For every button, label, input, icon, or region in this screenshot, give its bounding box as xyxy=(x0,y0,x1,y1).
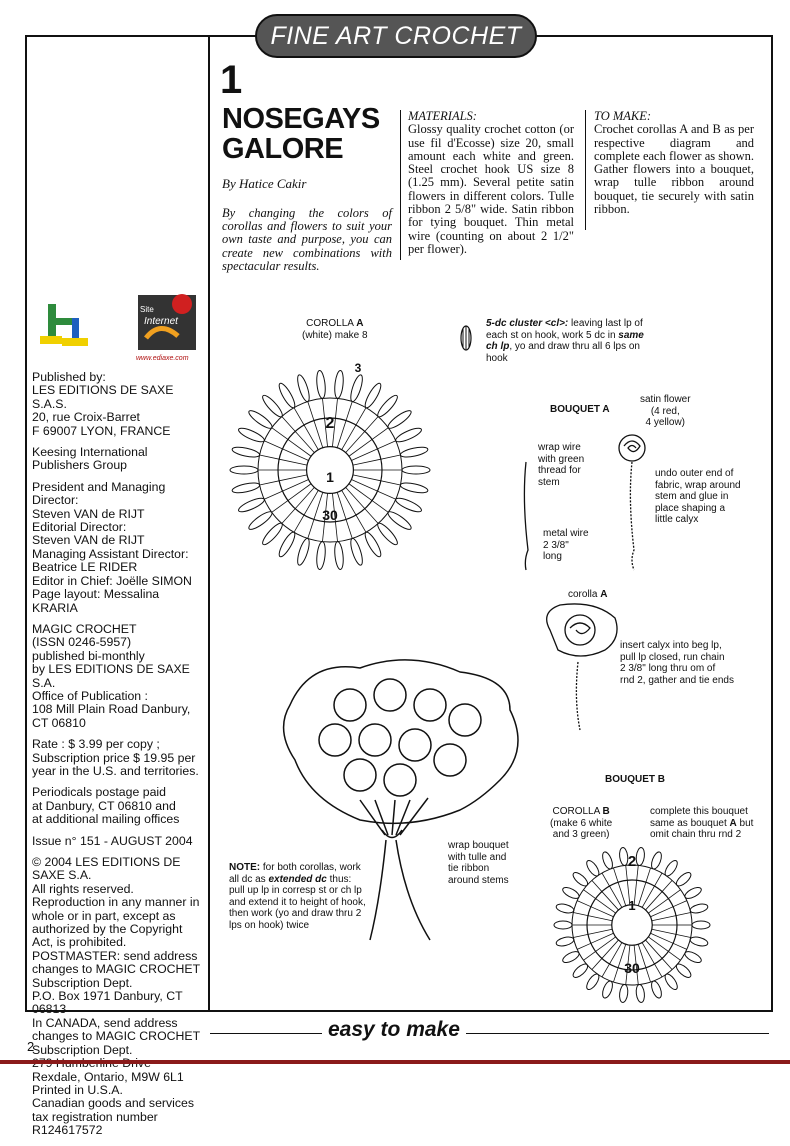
undo-outer-label: undo outer end of fabric, wrap around st… xyxy=(655,468,741,525)
article-title: NOSEGAYS GALORE xyxy=(222,103,380,165)
round-2-label: 2 xyxy=(326,415,335,432)
corolla-b-diagram: 2 1 30 xyxy=(553,847,711,1003)
article-number: 1 xyxy=(220,58,243,102)
site-url: www.ediaxe.com xyxy=(136,355,189,362)
bouquet-b-label: BOUQUET B xyxy=(605,774,665,785)
magazine-info: MAGIC CROCHET (ISSN 0246-5957) published… xyxy=(32,621,191,730)
corolla-a-flower-icon xyxy=(546,603,618,731)
to-make-text: Crochet corollas A and B as per respecti… xyxy=(594,122,755,217)
wrap-wire-label: wrap wire with green thread for stem xyxy=(538,442,585,488)
note-heading: NOTE: xyxy=(229,862,261,873)
wrap-bouquet-label: wrap bouquet with tulle and tie ribbon a… xyxy=(448,840,509,886)
note-text: NOTE: for both corollas, work all dc as … xyxy=(229,862,369,931)
round-3-label: 3 xyxy=(355,361,362,375)
article-intro: By changing the colors of corollas and f… xyxy=(222,206,392,273)
site-text-1: Site xyxy=(140,305,154,314)
publisher-info: Published by: LES EDITIONS DE SAXE S.A.S… xyxy=(32,370,204,1146)
page-number: 2 xyxy=(27,1039,35,1054)
bouquet-illustration-icon xyxy=(282,659,519,941)
publisher-group: Keesing International Publishers Group xyxy=(32,445,148,473)
to-make-column: TO MAKE: Crochet corollas A and B as per… xyxy=(594,109,755,217)
cluster-term: 5-dc cluster <cl>: xyxy=(486,318,569,329)
b-round-1-label: 1 xyxy=(628,898,635,913)
cluster-text-bold: same ch lp xyxy=(486,329,644,353)
b-start-label: 30 xyxy=(624,960,640,976)
publisher-logo-icon xyxy=(40,304,88,346)
subscription-rate: Rate : $ 3.99 per copy ; Subscription pr… xyxy=(32,737,199,778)
article-byline: By Hatice Cakir xyxy=(222,176,307,191)
bouquet-a-flower-icon xyxy=(523,434,646,571)
satin-flower-label: satin flower (4 red, 4 yellow) xyxy=(640,394,691,428)
sidebar-divider xyxy=(208,35,210,1010)
corolla-b-sub: (make 6 white and 3 green) xyxy=(550,817,613,841)
cluster-symbol-icon xyxy=(460,325,472,351)
issue-info: Issue n° 151 - AUGUST 2004 xyxy=(32,833,193,848)
section-banner: FINE ART CROCHET xyxy=(255,14,537,58)
bouquet-a-label: BOUQUET A xyxy=(550,404,610,415)
to-make-heading: TO MAKE: xyxy=(594,109,652,123)
publisher-logos: Site Internet www.ediaxe.com xyxy=(40,294,196,362)
corolla-a-label: COROLLA A(white) make 8 xyxy=(302,318,368,341)
materials-heading: MATERIALS: xyxy=(408,109,477,123)
footer-rule xyxy=(210,1033,769,1034)
cluster-text-1: leaving last lp of each st on hook, work… xyxy=(486,318,643,341)
corolla-a-small-letter: A xyxy=(600,589,608,600)
site-text-2: Internet xyxy=(144,316,179,327)
corolla-a-diagram: 2 1 30 3 xyxy=(229,361,431,570)
note-bold: extended dc xyxy=(268,873,327,885)
note-text-1: for both corollas, work all dc as xyxy=(229,862,361,885)
page-bottom-rule xyxy=(0,1060,790,1064)
corolla-a-small-text: corolla xyxy=(568,589,598,600)
complete-b-text-2: but omit chain thru rnd 2 xyxy=(650,817,754,841)
complete-b-text-1: complete this bouquet same as bouquet xyxy=(650,806,748,829)
cluster-legend: 5-dc cluster <cl>: leaving last lp of ea… xyxy=(486,318,646,364)
published-by: Published by: LES EDITIONS DE SAXE S.A.S… xyxy=(32,370,174,438)
publisher-staff: President and Managing Director: Steven … xyxy=(32,479,192,615)
to-make-rule xyxy=(585,110,586,230)
start-label: 30 xyxy=(322,507,338,523)
materials-column: MATERIALS: Glossy quality crochet cotton… xyxy=(408,109,574,256)
corolla-b-letter: B xyxy=(602,806,610,817)
postage-info: Periodicals postage paid at Danbury, CT … xyxy=(32,785,180,827)
copyright-info: © 2004 LES EDITIONS DE SAXE S.A. All rig… xyxy=(32,855,201,1138)
metal-wire-label: metal wire 2 3/8" long xyxy=(543,528,589,562)
complete-b-bold: A xyxy=(729,817,737,829)
materials-rule xyxy=(400,110,401,260)
insert-calyx-label: insert calyx into beg lp, pull lp closed… xyxy=(620,640,734,686)
corolla-a-title: COROLLA xyxy=(306,318,354,329)
corolla-a-letter: A xyxy=(356,318,364,329)
b-round-2-label: 2 xyxy=(628,853,636,870)
note-text-2: thus: pull up lp in corresp st or ch lp … xyxy=(229,873,366,931)
corolla-a-small-label: corolla A xyxy=(568,589,607,601)
easy-to-make-logo: easy to make xyxy=(322,1018,466,1042)
materials-text: Glossy quality crochet cotton (or use fi… xyxy=(408,122,574,256)
diagram-drawing: 2 1 30 3 2 1 30 xyxy=(229,325,711,1003)
corolla-b-title: COROLLA xyxy=(552,806,600,817)
complete-b-label: complete this bouquet same as bouquet A … xyxy=(650,806,753,841)
corolla-a-sub: (white) make 8 xyxy=(302,329,368,341)
site-internet-logo-icon: Site Internet www.ediaxe.com xyxy=(136,294,196,362)
cluster-text-2: , yo and draw thru all 6 lps on hook xyxy=(486,341,640,364)
round-1-label: 1 xyxy=(326,469,334,485)
corolla-b-label: COROLLA B(make 6 white and 3 green) xyxy=(550,806,612,841)
